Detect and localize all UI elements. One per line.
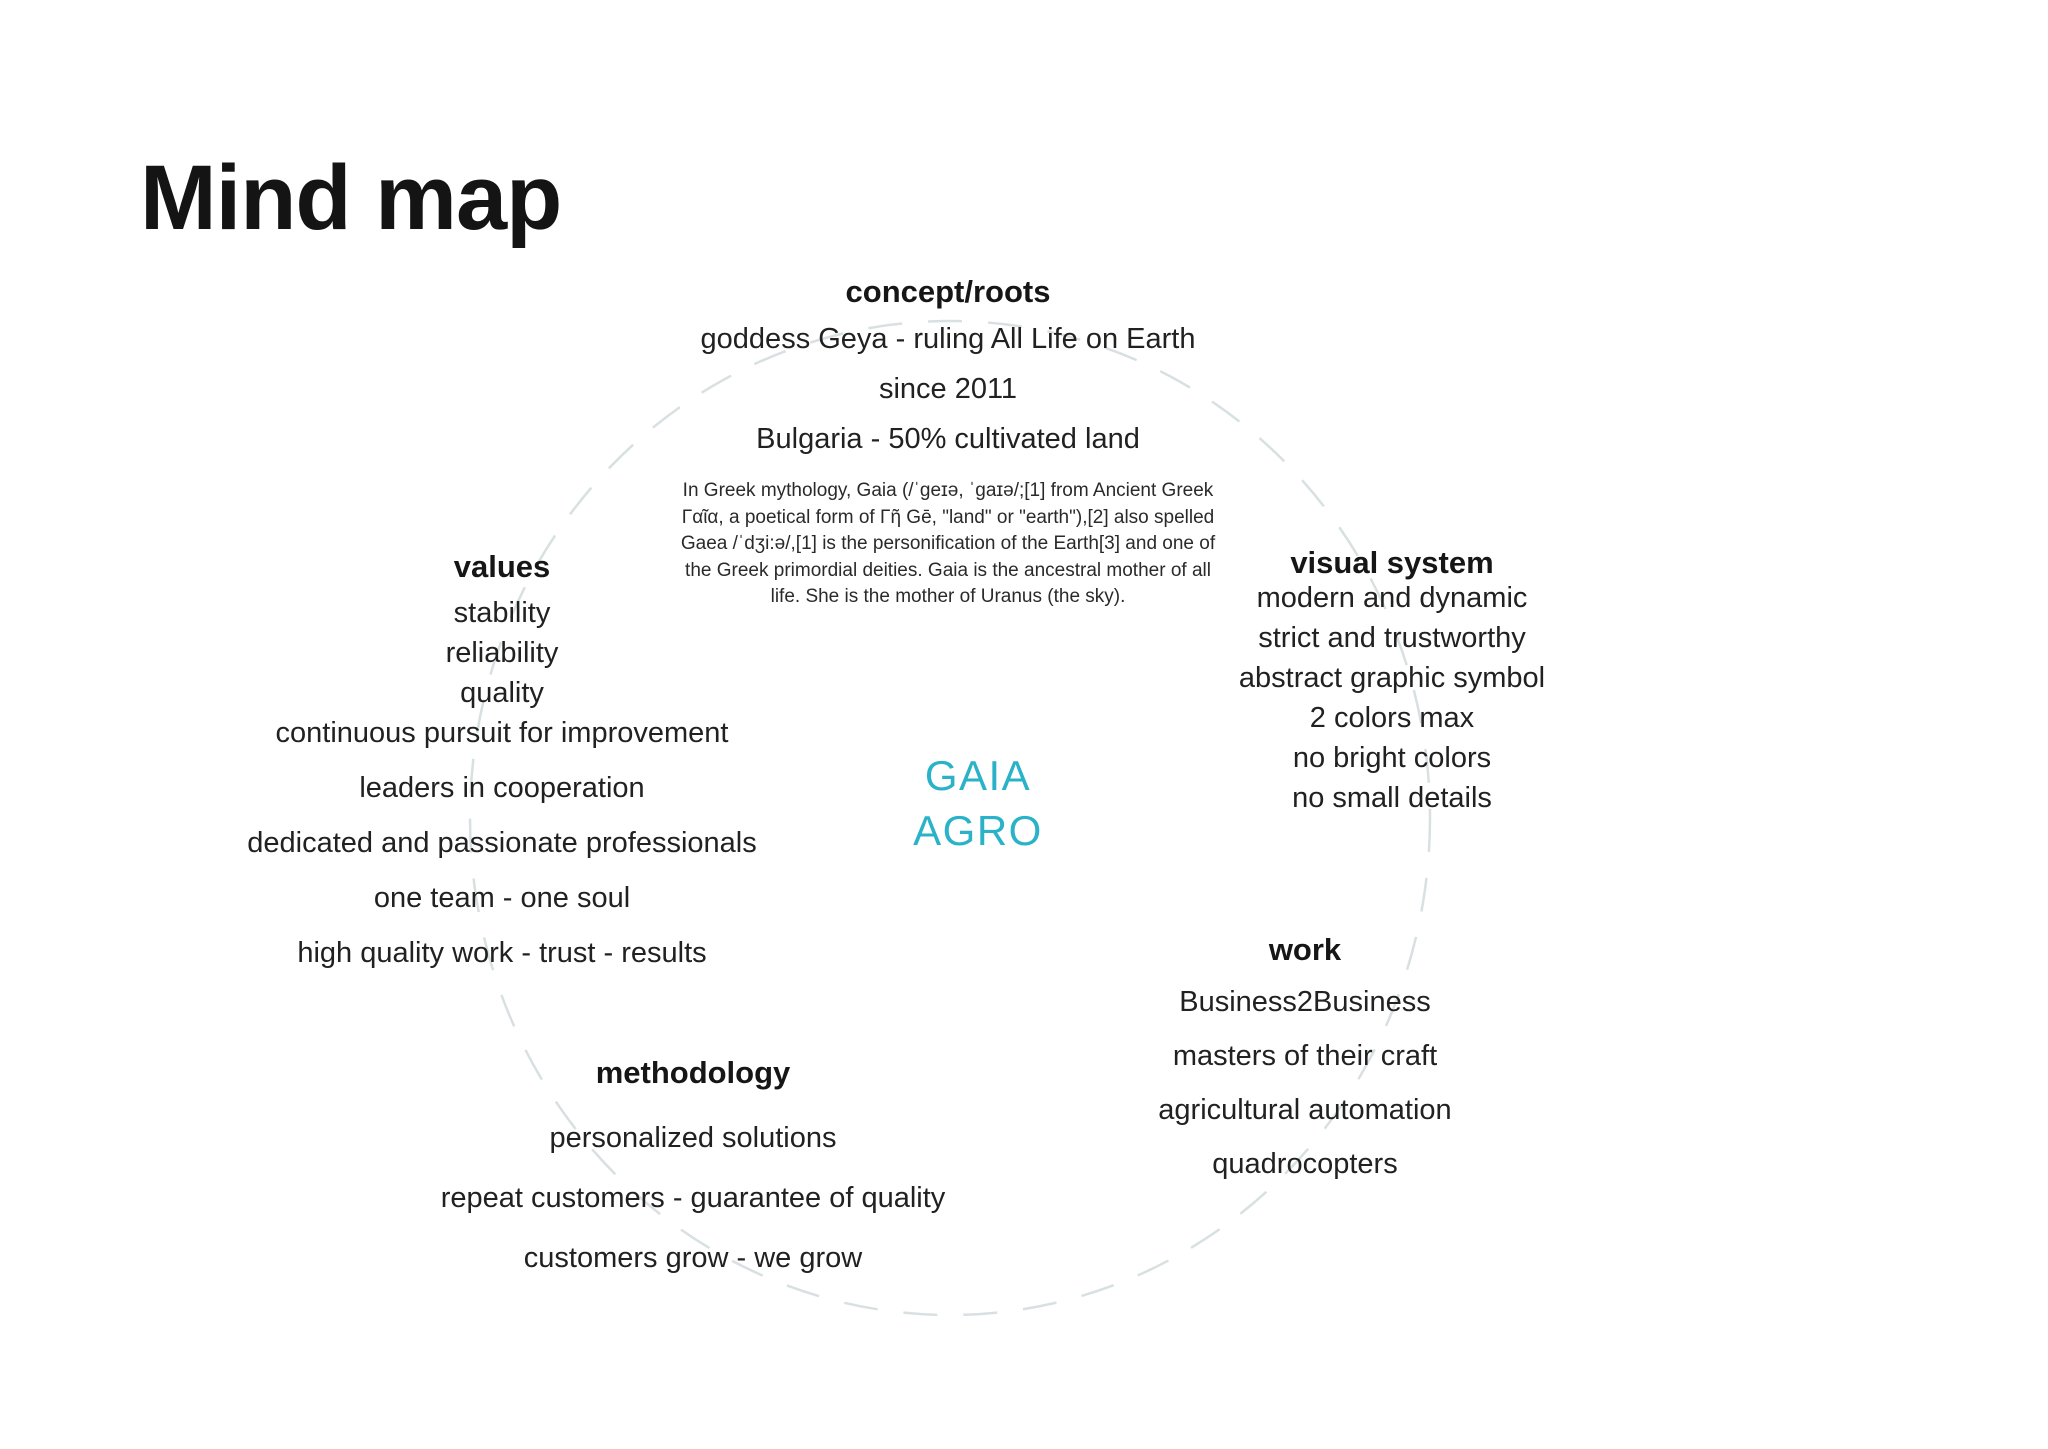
values-item: stability [453, 597, 551, 629]
visual-system-item: 2 colors max [1309, 702, 1475, 734]
values-item: dedicated and passionate professionals [247, 827, 757, 859]
values-item: high quality work - trust - results [297, 937, 707, 969]
values-item: one team - one soul [373, 882, 631, 914]
methodology-item: customers grow - we grow [523, 1242, 863, 1274]
values-item: reliability [445, 637, 559, 669]
values-items: stability reliability quality continuous… [247, 594, 756, 972]
work-item: Business2Business [1179, 986, 1431, 1018]
visual-system-heading: visual system [1290, 545, 1494, 580]
visual-system-item: abstract graphic symbol [1238, 662, 1546, 694]
methodology-item: repeat customers - guarantee of quality [440, 1182, 946, 1214]
page-title: Mind map [140, 147, 562, 249]
visual-system-items: modern and dynamic strict and trustworth… [1239, 578, 1545, 818]
section-visual-system: visual system modern and dynamic strict … [1239, 544, 1545, 818]
concept-roots-heading: concept/roots [845, 274, 1051, 309]
logo-line-agro: AGRO [913, 807, 1043, 854]
visual-system-item: no small details [1292, 782, 1492, 814]
work-item: masters of their craft [1172, 1040, 1438, 1072]
concept-item-bulgaria: Bulgaria - 50% cultivated land [756, 423, 1140, 455]
concept-item-since: since 2011 [878, 373, 1018, 405]
work-item: quadrocopters [1212, 1148, 1398, 1180]
visual-system-item: strict and trustworthy [1258, 622, 1526, 654]
visual-system-item: modern and dynamic [1256, 582, 1528, 614]
values-heading: values [453, 549, 551, 584]
concept-item-goddess: goddess Geya - ruling All Life on Earth [700, 323, 1196, 355]
values-item: quality [460, 677, 544, 709]
values-item: leaders in cooperation [359, 772, 645, 804]
section-values: values stability reliability quality con… [247, 548, 756, 972]
methodology-heading: methodology [595, 1055, 791, 1090]
visual-system-item: no bright colors [1292, 742, 1492, 774]
methodology-item: personalized solutions [549, 1122, 837, 1154]
gaia-agro-logo: GAIA AGRO [913, 748, 1043, 858]
gaia-definition-note: In Greek mythology, Gaia (/ˈgeɪə, ˈgaɪə/… [680, 480, 1216, 607]
section-work: work Business2Business masters of their … [1158, 931, 1451, 1191]
work-heading: work [1268, 932, 1342, 967]
concept-roots-items: goddess Geya - ruling All Life on Earth … [674, 314, 1222, 464]
work-item: agricultural automation [1158, 1094, 1452, 1126]
methodology-items: personalized solutions repeat customers … [441, 1108, 946, 1288]
logo-line-gaia: GAIA [924, 752, 1032, 799]
values-item: continuous pursuit for improvement [275, 717, 729, 749]
section-methodology: methodology personalized solutions repea… [441, 1054, 946, 1288]
work-items: Business2Business masters of their craft… [1158, 975, 1451, 1191]
section-concept-roots: concept/roots goddess Geya - ruling All … [674, 272, 1222, 611]
